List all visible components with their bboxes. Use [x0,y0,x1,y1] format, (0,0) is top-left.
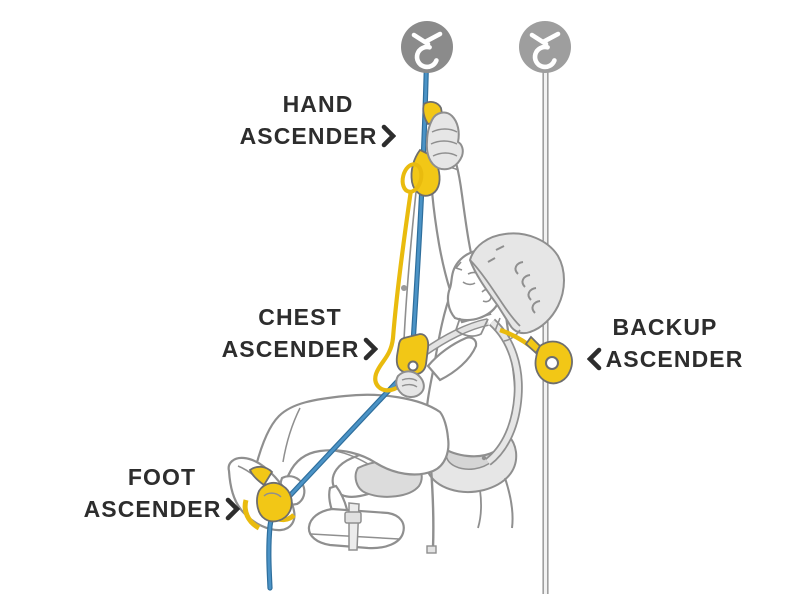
foot-stirrup-strap [348,502,360,551]
hand-ascender-device [400,101,464,197]
foot-ascender-device [242,465,296,531]
label-chest-ascender: CHEST ASCENDER [214,301,386,365]
left-forearm [426,336,478,382]
chest-ascender-device [395,318,489,398]
anchor-point-icon-left [401,21,453,73]
label-backup-line2: ASCENDER [605,346,744,372]
label-backup-line1: BACKUP [612,314,718,340]
anchor-point-icon-right [519,21,571,73]
label-foot-line2: ASCENDER [83,496,222,522]
hand-ascender-lanyard [373,189,417,393]
climber-figure [227,101,573,591]
stirrup-buckle [344,511,362,524]
helmet [468,232,565,342]
chevron-right-icon [226,497,241,521]
label-chest-line2: ASCENDER [221,336,360,362]
label-hand-line2: ASCENDER [239,123,378,149]
label-chest-line1: CHEST [258,304,342,330]
label-hand-line1: HAND [282,91,354,117]
chevron-left-icon [586,347,601,371]
chevron-right-icon [364,337,379,361]
chevron-right-icon [382,124,397,148]
harness-side-strap [485,318,523,466]
label-backup-ascender: BACKUP ASCENDER [574,311,756,375]
label-foot-ascender: FOOT ASCENDER [72,461,252,525]
hand-carabiner [400,162,424,194]
label-hand-ascender: HAND ASCENDER [232,88,404,152]
label-foot-line1: FOOT [127,464,197,490]
backup-ascender-device [499,327,573,385]
